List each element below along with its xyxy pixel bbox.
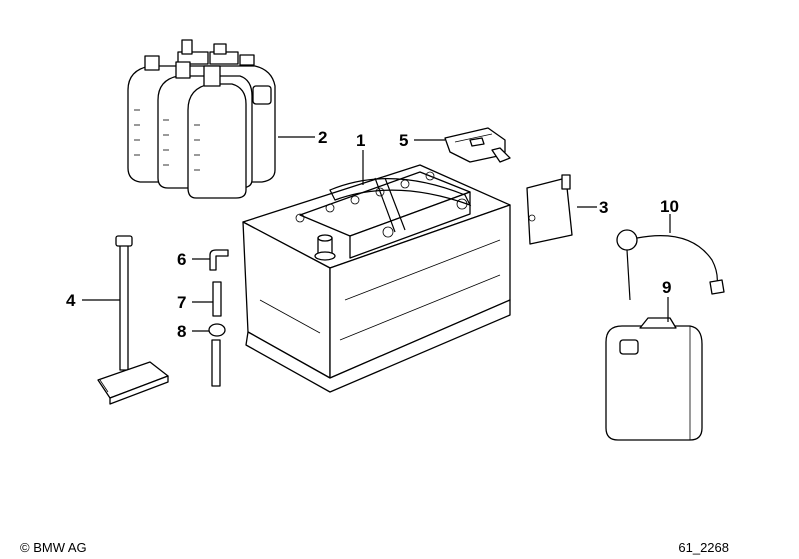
vent-hose bbox=[616, 229, 725, 301]
callout-3: 3 bbox=[599, 198, 608, 217]
drawing-number: 61_2268 bbox=[678, 540, 729, 555]
callout-10: 10 bbox=[660, 197, 679, 216]
leader-lines bbox=[82, 136, 671, 332]
cover-plate bbox=[526, 174, 573, 245]
water-bottles bbox=[127, 39, 276, 199]
callout-6: 6 bbox=[177, 250, 186, 269]
callout-4: 4 bbox=[66, 291, 76, 310]
callout-labels: 2 1 5 3 10 6 4 7 9 8 bbox=[66, 128, 679, 341]
terminal-cover bbox=[444, 127, 511, 163]
callout-9: 9 bbox=[662, 278, 671, 297]
hold-down-clamp bbox=[97, 235, 169, 405]
callout-7: 7 bbox=[177, 293, 186, 312]
water-canister bbox=[605, 317, 703, 441]
callout-2: 2 bbox=[318, 128, 327, 147]
callout-8: 8 bbox=[177, 322, 186, 341]
vent-fittings bbox=[208, 249, 229, 387]
copyright-notice: © BMW AG bbox=[20, 540, 87, 555]
callout-1: 1 bbox=[356, 131, 365, 150]
battery bbox=[242, 164, 511, 393]
callout-5: 5 bbox=[399, 131, 408, 150]
